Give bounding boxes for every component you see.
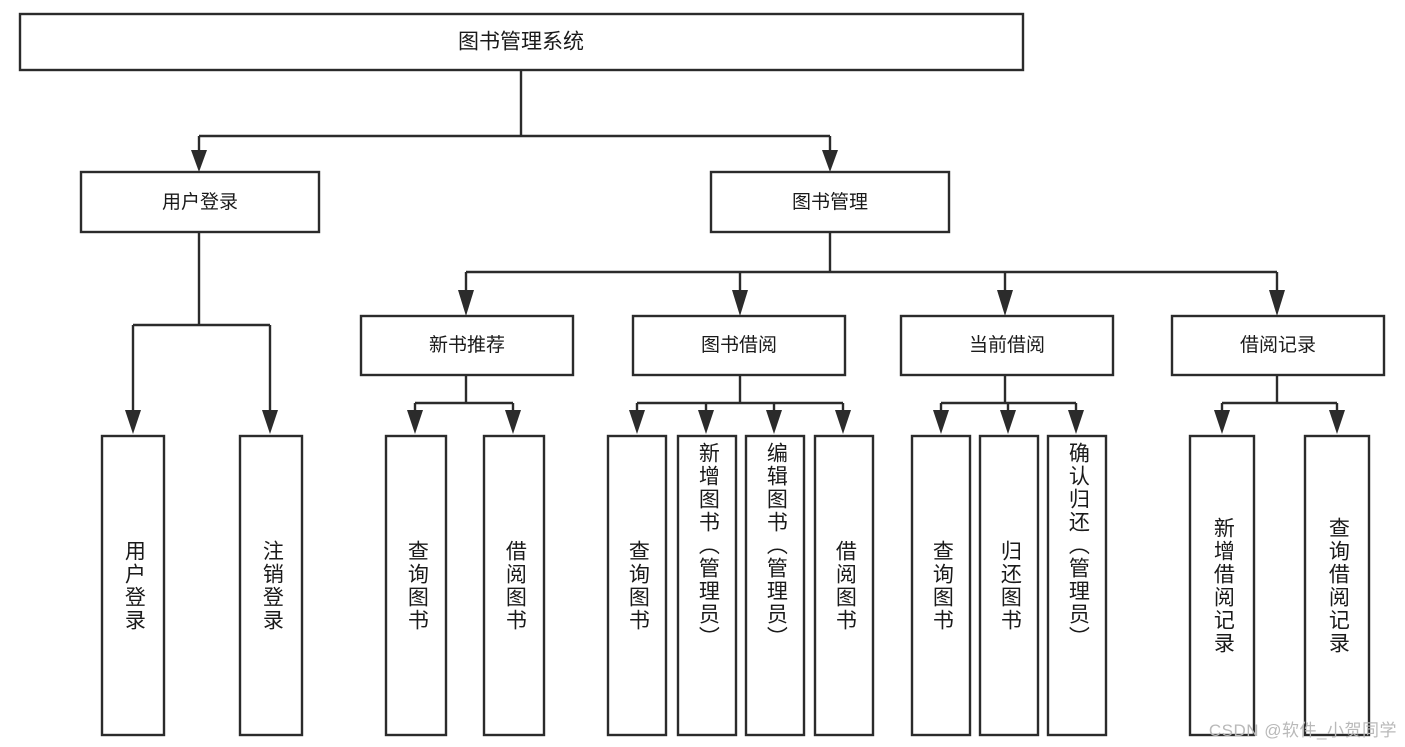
node-box-leaf-query-book-1[interactable] <box>384 434 448 737</box>
node-label-root: 图书管理系统 <box>458 31 584 54</box>
node-label-user-login: 用户登录 <box>162 191 238 213</box>
arrow-head-leaf-query-book-3 <box>933 410 949 434</box>
node-box-leaf-borrow-book-2[interactable] <box>813 434 875 737</box>
node-box-root[interactable] <box>18 12 1025 72</box>
arrow-head-leaf-add-book <box>698 410 714 434</box>
node-box-leaf-logout-login[interactable] <box>238 434 304 737</box>
arrow-head-leaf-edit-book <box>766 410 782 434</box>
node-box-leaf-add-record[interactable] <box>1188 434 1256 737</box>
arrow-head-leaf-confirm-return <box>1068 410 1084 434</box>
connector-group-root-to-level2 <box>191 70 838 172</box>
node-box-leaf-return-book[interactable] <box>978 434 1040 737</box>
arrow-head-user-login <box>191 150 207 172</box>
node-box-leaf-edit-book[interactable] <box>744 434 806 737</box>
node-label-borrow-record: 借阅记录 <box>1240 334 1316 356</box>
node-box-new-book-recommend[interactable] <box>359 314 575 377</box>
arrow-head-borrow-record <box>1269 290 1285 316</box>
node-box-leaf-add-book[interactable] <box>676 434 738 737</box>
connector-group-user-login-to-leaves <box>125 232 278 434</box>
node-box-leaf-user-login[interactable] <box>100 434 166 737</box>
arrow-head-book-manage <box>822 150 838 172</box>
arrow-head-leaf-query-record <box>1329 410 1345 434</box>
node-box-book-borrow[interactable] <box>631 314 847 377</box>
connector-group-current-borrow-to-leaves <box>933 375 1084 434</box>
arrow-head-leaf-query-book-2 <box>629 410 645 434</box>
node-label-book-borrow: 图书借阅 <box>701 334 777 356</box>
arrow-head-book-borrow <box>732 290 748 316</box>
connector-group-borrow-record-to-leaves <box>1214 375 1345 434</box>
node-box-user-login[interactable] <box>79 170 321 234</box>
arrow-head-leaf-borrow-book-1 <box>505 410 521 434</box>
arrow-head-current-borrow <box>997 290 1013 316</box>
arrow-head-leaf-borrow-book-2 <box>835 410 851 434</box>
node-box-leaf-query-book-2[interactable] <box>606 434 668 737</box>
arrow-head-leaf-add-record <box>1214 410 1230 434</box>
arrow-head-leaf-logout-login <box>262 410 278 434</box>
arrow-head-leaf-query-book-1 <box>407 410 423 434</box>
arrow-head-leaf-return-book <box>1000 410 1016 434</box>
node-label-current-borrow: 当前借阅 <box>969 334 1045 356</box>
connector-group-book-borrow-to-leaves <box>629 375 851 434</box>
node-label-new-book-recommend: 新书推荐 <box>429 334 505 356</box>
node-box-current-borrow[interactable] <box>899 314 1115 377</box>
node-box-leaf-confirm-return[interactable] <box>1046 434 1108 737</box>
arrow-head-new-book-recommend <box>458 290 474 316</box>
connector-group-new-book-recommend-to-leaves <box>407 375 521 434</box>
node-box-borrow-record[interactable] <box>1170 314 1386 377</box>
connector-group-book-manage-to-level3 <box>458 232 1285 316</box>
node-box-leaf-query-book-3[interactable] <box>910 434 972 737</box>
node-box-leaf-query-record[interactable] <box>1303 434 1371 737</box>
node-box-leaf-borrow-book-1[interactable] <box>482 434 546 737</box>
node-label-book-manage: 图书管理 <box>792 191 868 213</box>
arrow-head-leaf-user-login <box>125 410 141 434</box>
node-box-book-manage[interactable] <box>709 170 951 234</box>
